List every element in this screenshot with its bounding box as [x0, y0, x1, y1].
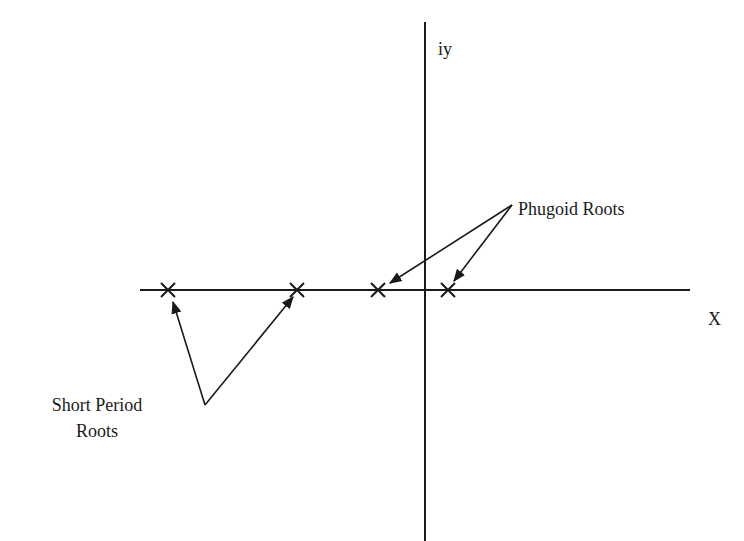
- imaginary-axis: [424, 22, 426, 541]
- root-marks: [161, 283, 455, 297]
- real-axis: [140, 289, 690, 291]
- leader-arrows: [173, 205, 512, 405]
- axis-label: iy: [438, 36, 452, 62]
- callout-label: Phugoid Roots: [518, 196, 625, 222]
- callout-label: Short Period Roots: [38, 392, 156, 444]
- axis-label: X: [708, 306, 721, 332]
